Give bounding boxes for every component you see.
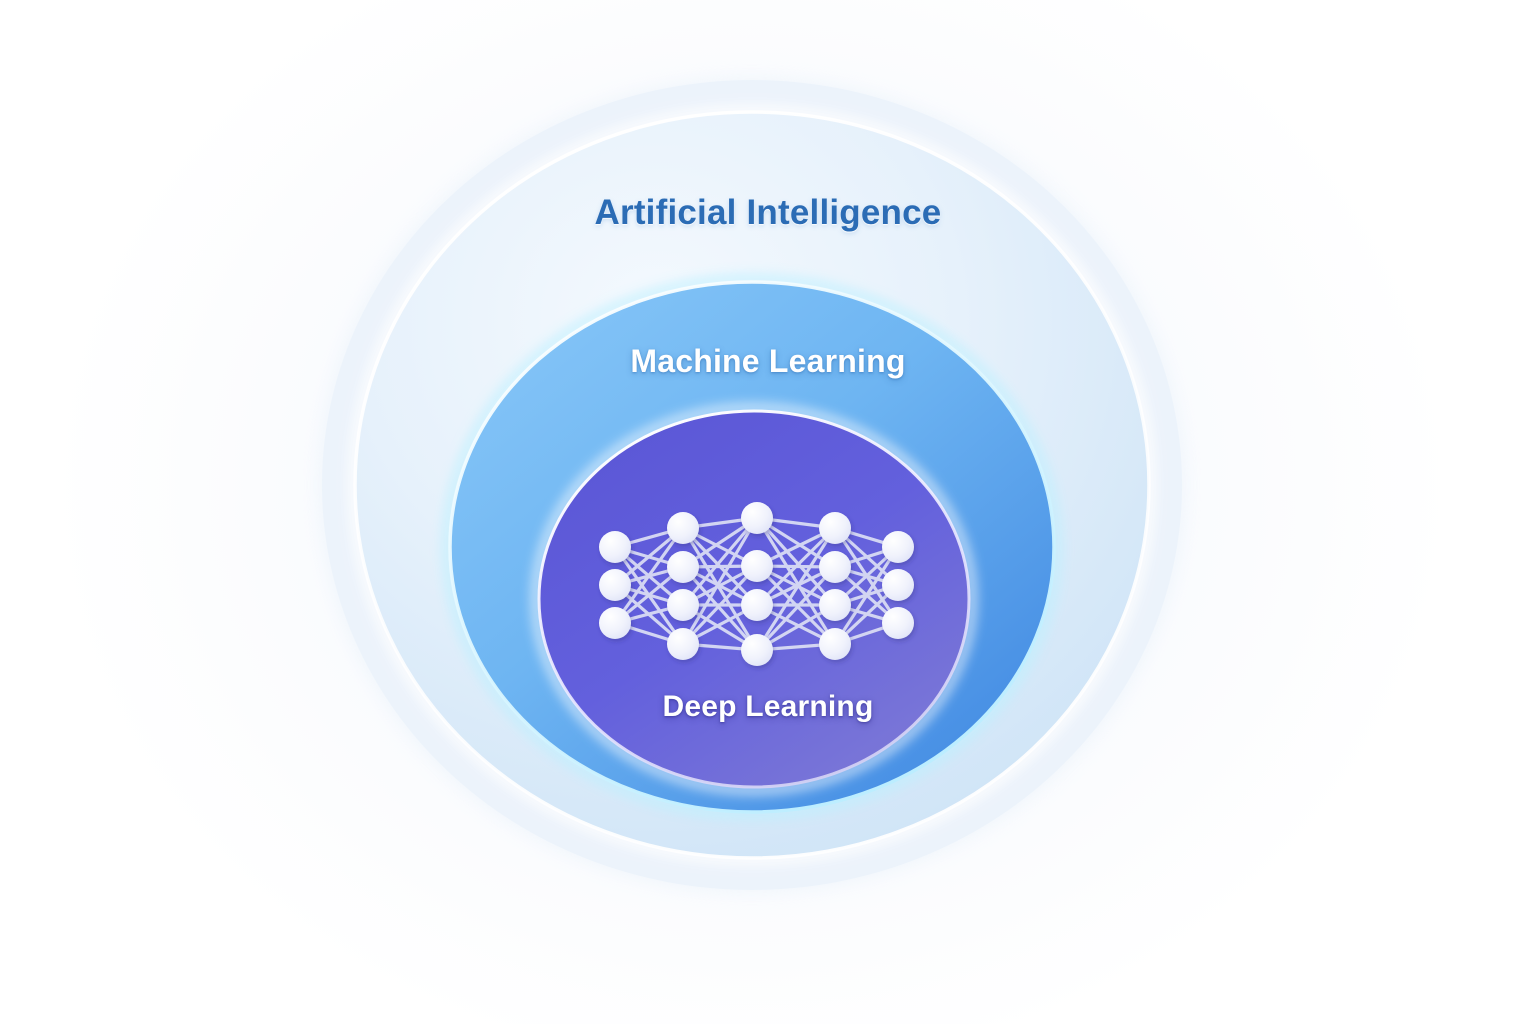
neural-network-node-l2-n4	[667, 628, 699, 660]
neural-network-edge	[681, 516, 759, 646]
neural-network-edge	[755, 516, 837, 607]
neural-network-edge	[681, 526, 759, 652]
label-deep-learning: Deep Learning	[662, 690, 874, 723]
neural-network-node-l2-n1	[667, 512, 699, 544]
neural-network-node-l2-n2	[667, 551, 699, 583]
neural-network-edge	[681, 516, 759, 607]
label-artificial-intelligence: Artificial Intelligence	[594, 193, 942, 232]
neural-network-edge	[613, 526, 685, 625]
neural-network-node-l5-n3	[882, 607, 914, 639]
label-machine-learning: Machine Learning	[630, 343, 906, 379]
neural-network-node-l3-n4	[741, 634, 773, 666]
neural-network-node-l4-n2	[819, 551, 851, 583]
neural-network-node-l1-n1	[599, 531, 631, 563]
neural-network-edge	[755, 526, 837, 607]
neural-network-edge	[755, 526, 837, 652]
neural-network-node-l3-n3	[741, 589, 773, 621]
neural-network-node-l5-n1	[882, 531, 914, 563]
neural-network-edge	[681, 564, 759, 646]
neural-network-edge	[755, 565, 837, 652]
ml-ellipse-glow	[443, 275, 1061, 819]
neural-network-edge	[833, 545, 900, 646]
neural-network-node-l4-n3	[819, 589, 851, 621]
ai-ellipse-glow	[348, 105, 1156, 865]
neural-network-node-l4-n4	[819, 628, 851, 660]
neural-network-nodes	[599, 502, 914, 666]
neural-network-node-l2-n3	[667, 589, 699, 621]
dl-ellipse-glow	[532, 404, 976, 794]
neural-network-edge	[755, 516, 837, 646]
neural-network-edge	[681, 565, 759, 652]
neural-network-node-l4-n1	[819, 512, 851, 544]
neural-network-node-l3-n1	[741, 502, 773, 534]
neural-network-node-l5-n2	[882, 569, 914, 601]
neural-network-node-l1-n3	[599, 607, 631, 639]
neural-network-node-l1-n2	[599, 569, 631, 601]
neural-network-node-l3-n2	[741, 550, 773, 582]
